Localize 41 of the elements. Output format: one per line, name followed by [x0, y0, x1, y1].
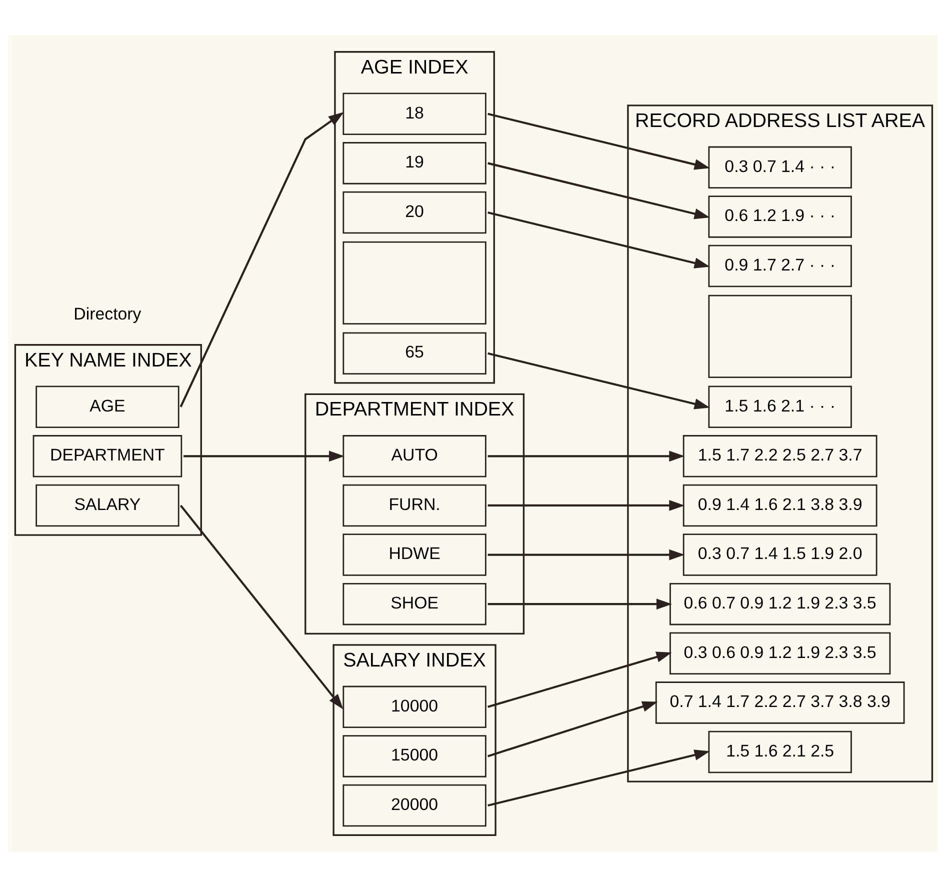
label: Directory: [74, 304, 142, 324]
node-box: 20000: [342, 784, 486, 826]
arrow: [488, 500, 685, 510]
arrow: [487, 700, 658, 757]
node-box: 0.6 0.7 0.9 1.2 1.9 2.3 3.5: [670, 582, 891, 625]
node-box: AUTO: [342, 434, 486, 477]
arrow: [488, 749, 710, 806]
node-box: 0.3 0.7 1.4 · · ·: [708, 146, 852, 188]
arrow: [488, 598, 672, 610]
node-box: SHOE: [342, 582, 486, 625]
arrow: [180, 112, 344, 407]
arrow: [488, 651, 672, 708]
node-box: 1.5 1.7 2.2 2.5 2.7 3.7: [682, 434, 878, 477]
node-box: DEPARTMENT: [32, 434, 182, 477]
node-box: [342, 240, 486, 324]
node-box: 19: [342, 142, 486, 184]
node-box: 15000: [342, 734, 486, 777]
arrow: [488, 210, 710, 268]
node-box: 18: [342, 92, 486, 135]
arrow: [184, 450, 344, 462]
node-box: 0.9 1.7 2.7 · · ·: [708, 244, 852, 287]
node-box: 65: [342, 332, 486, 374]
node-box: HDWE: [342, 533, 486, 576]
node-box: AGE: [36, 385, 180, 428]
node-box: 0.6 1.2 1.9 · · ·: [708, 195, 852, 238]
arrow: [488, 112, 710, 170]
node-box: 1.5 1.6 2.1 2.5: [708, 730, 852, 773]
arrow: [488, 450, 685, 462]
node-box: 20: [342, 190, 486, 234]
node-box: SALARY: [36, 484, 180, 526]
arrow: [488, 162, 710, 219]
node-box: 0.9 1.4 1.6 2.1 3.8 3.9: [682, 484, 878, 526]
node-box: 10000: [342, 685, 486, 728]
node-box: 1.5 1.6 2.1 · · ·: [708, 385, 852, 428]
arrow: [488, 548, 685, 560]
node-box: 0.3 0.7 1.4 1.5 1.9 2.0: [682, 533, 878, 576]
node-box: FURN.: [342, 484, 486, 526]
node-box: 0.7 1.4 1.7 2.2 2.7 3.7 3.8 3.9: [655, 681, 905, 724]
arrow: [488, 352, 710, 409]
node-box: [708, 294, 852, 378]
node-box: 0.3 0.6 0.9 1.2 1.9 2.3 3.5: [670, 632, 891, 674]
